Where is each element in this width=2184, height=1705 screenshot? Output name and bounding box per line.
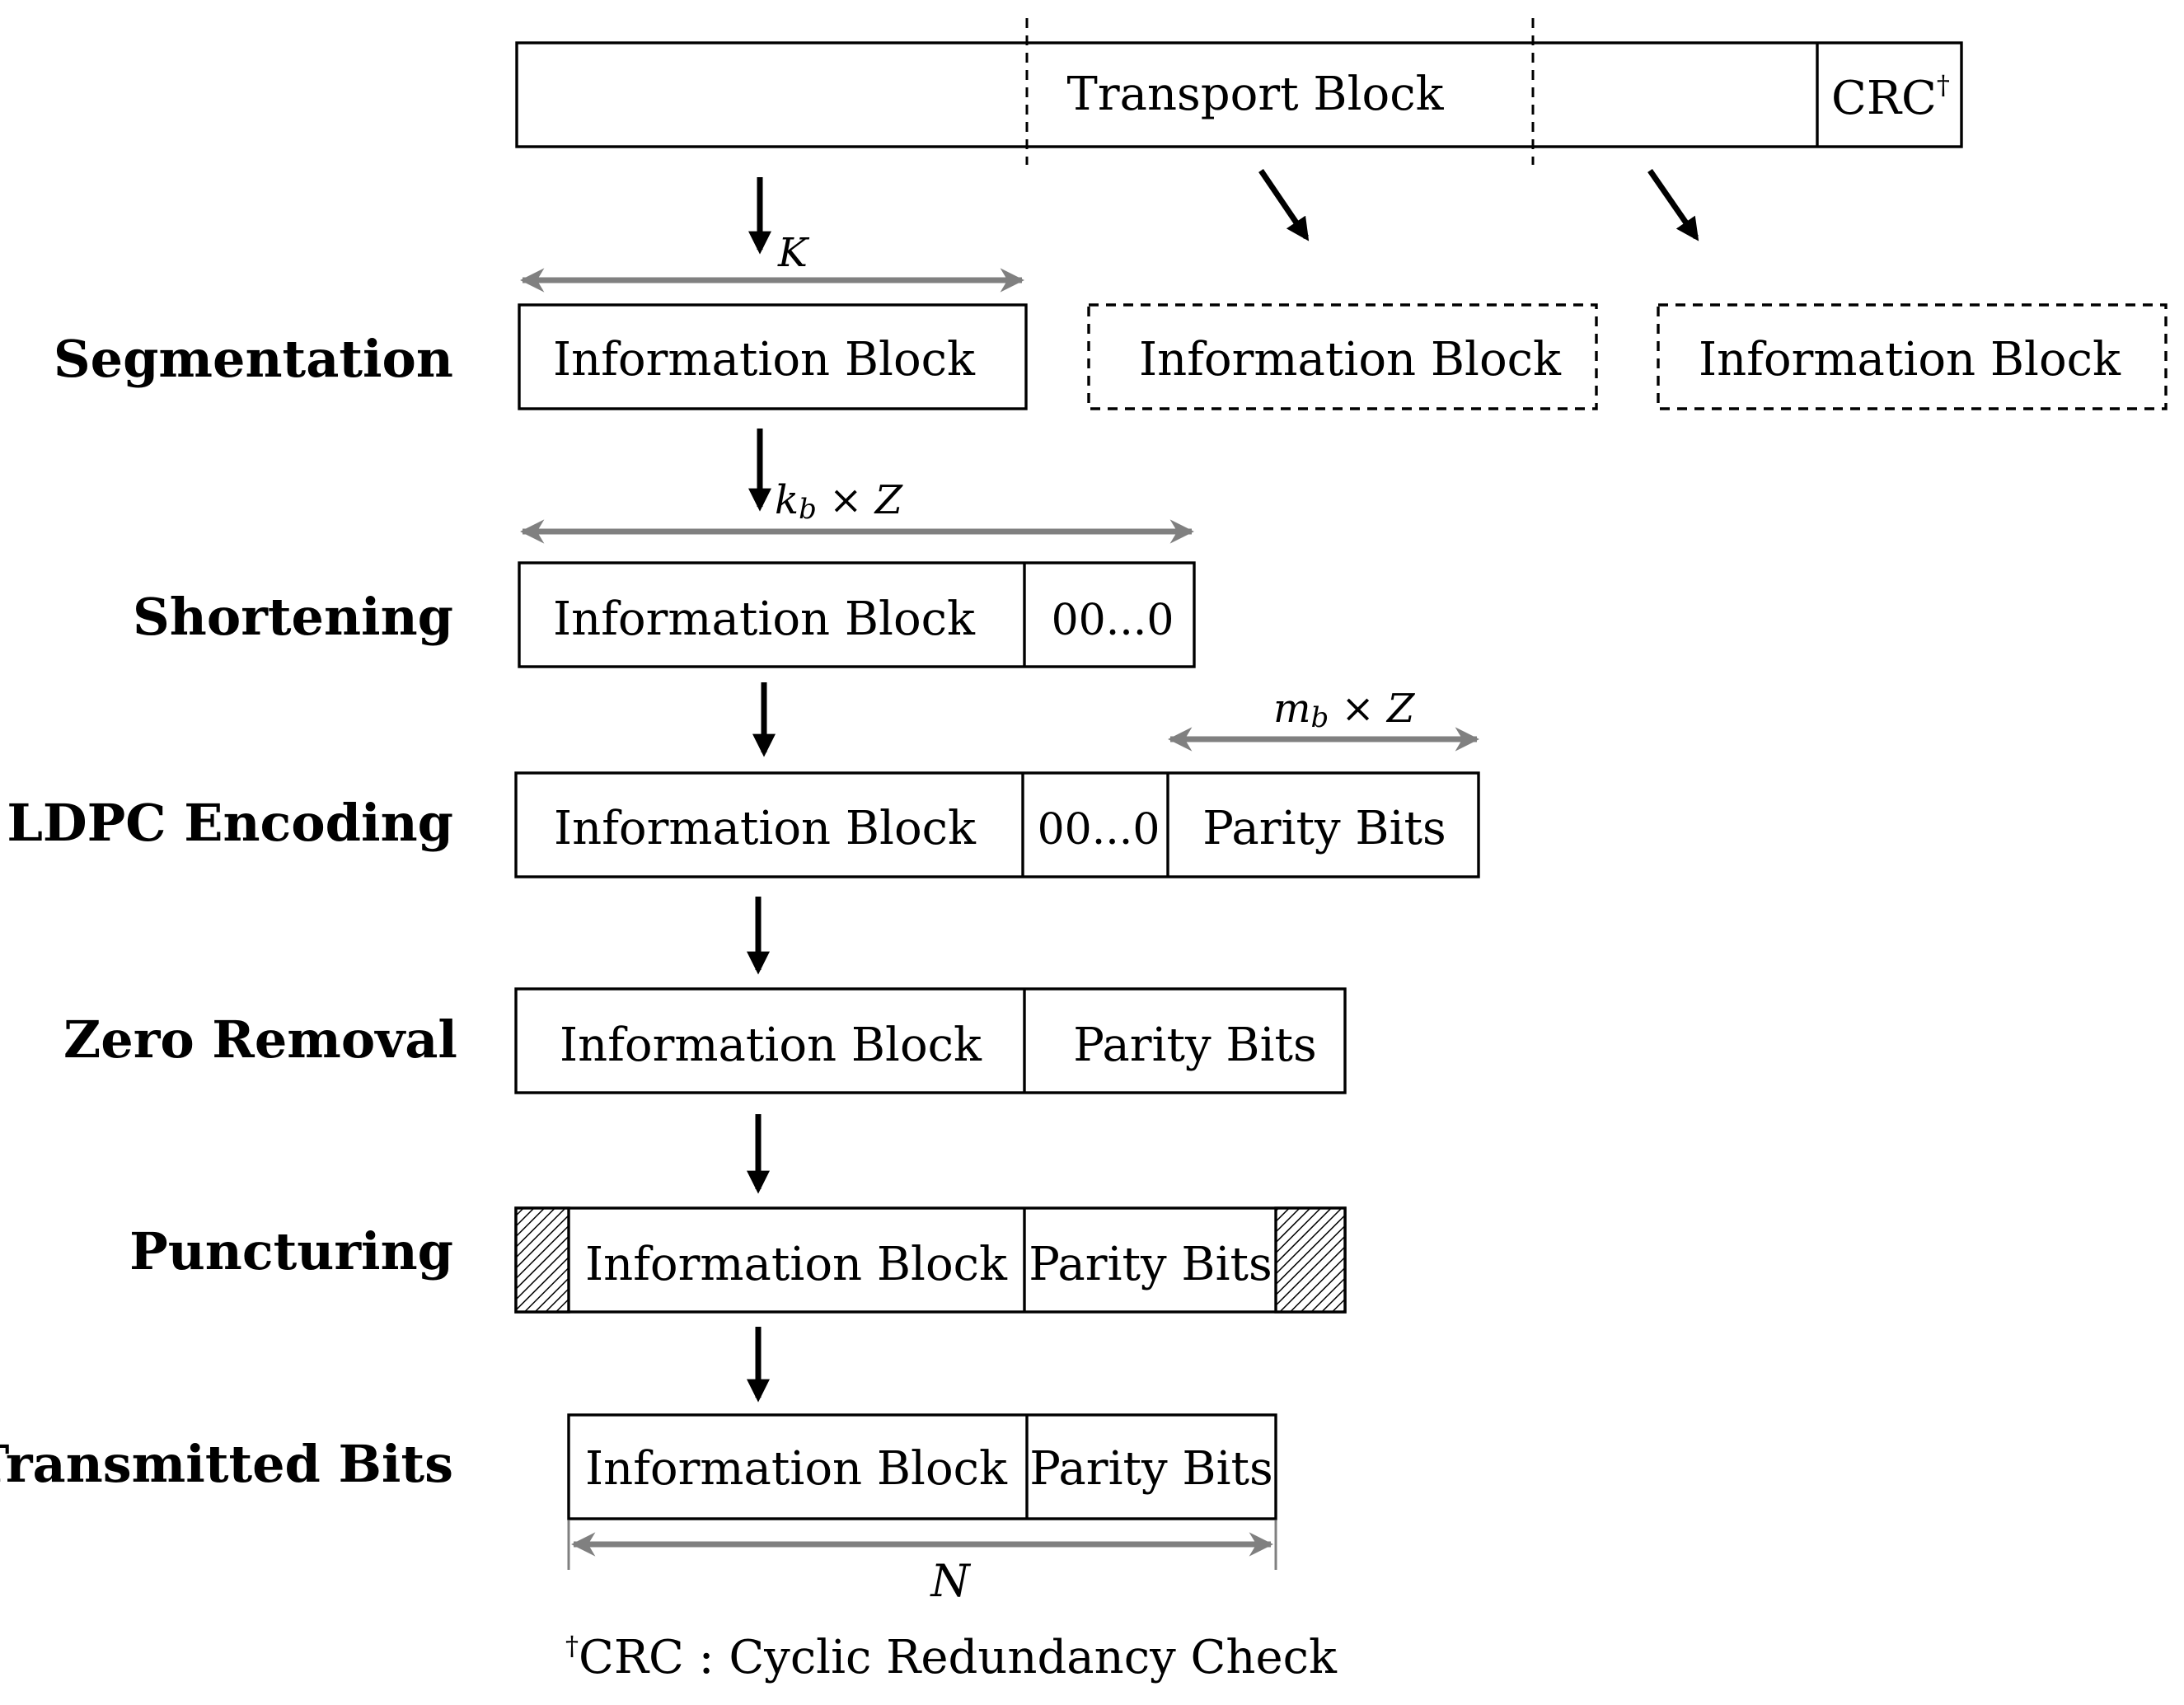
- shortening-block: [518, 561, 1196, 668]
- information-block-label: Information Block: [553, 593, 976, 646]
- information-block-label: Information Block: [1699, 333, 2121, 386]
- information-block-label: Information Block: [1139, 333, 1562, 386]
- ldpc-encoded-block: [514, 771, 1480, 878]
- information-block-label: Information Block: [554, 802, 977, 855]
- dimension-mb-Z-label: mb × Z: [1273, 686, 1416, 734]
- dimension-K: K: [520, 230, 1024, 293]
- transport-block: [515, 41, 1963, 148]
- information-block-dashed: [1657, 303, 2168, 410]
- information-block: [518, 303, 1028, 410]
- punctured-segment-left: [514, 1206, 570, 1314]
- dimension-mb-Z: mb × Z: [1168, 686, 1479, 752]
- dimension-kb-Z: kb × Z: [520, 477, 1194, 544]
- zeros-label: 00...0: [1052, 596, 1174, 645]
- transmitted-bits-row: Information Block Parity Bits: [567, 1413, 1277, 1520]
- shortening-row: Information Block 00...0: [518, 561, 1196, 668]
- information-block-label: Information Block: [553, 333, 976, 386]
- information-block-label: Information Block: [585, 1442, 1008, 1496]
- zero-removed-block: [514, 987, 1347, 1094]
- information-block-label: Information Block: [585, 1238, 1008, 1291]
- flow-arrow-segment-3: [1647, 169, 1699, 241]
- ldpc-encoding-row: Information Block 00...0 Parity Bits: [514, 771, 1480, 878]
- footnote: †CRC : Cyclic Redundancy Check: [565, 1630, 1338, 1684]
- information-block-dashed: [1087, 303, 1598, 410]
- parity-bits-label: Parity Bits: [1029, 1238, 1272, 1291]
- dimension-N: N: [567, 1520, 1277, 1607]
- stage-label-zero-removal: Zero Removal: [63, 1009, 457, 1070]
- zero-removal-row: Information Block Parity Bits: [514, 987, 1347, 1094]
- stage-label-puncturing: Puncturing: [129, 1221, 453, 1281]
- punctured-segment-right: [1274, 1206, 1347, 1314]
- stage-label-transmitted-bits: Transmitted Bits: [0, 1434, 453, 1494]
- stage-label-ldpc-encoding: LDPC Encoding: [7, 793, 453, 853]
- transport-block-row: Transport Block CRC†: [515, 18, 1963, 165]
- dimension-N-label: N: [929, 1555, 971, 1607]
- stage-label-shortening: Shortening: [133, 587, 453, 647]
- flow-arrow-segment-2: [1258, 169, 1310, 241]
- dimension-kb-Z-label: kb × Z: [775, 477, 904, 526]
- zeros-label: 00...0: [1038, 805, 1160, 855]
- transport-block-label: Transport Block: [1066, 68, 1444, 121]
- dimension-K-label: K: [777, 230, 810, 276]
- parity-bits-label: Parity Bits: [1202, 802, 1446, 855]
- parity-bits-label: Parity Bits: [1073, 1019, 1316, 1072]
- stage-label-segmentation: Segmentation: [54, 329, 453, 389]
- crc-label: CRC†: [1831, 69, 1950, 125]
- puncturing-row: Information Block Parity Bits: [514, 1206, 1347, 1314]
- segmentation-row: Information Block Information Block Info…: [518, 303, 2168, 410]
- information-block-label: Information Block: [560, 1019, 982, 1072]
- parity-bits-label: Parity Bits: [1029, 1442, 1272, 1496]
- transmitted-block: [567, 1413, 1277, 1520]
